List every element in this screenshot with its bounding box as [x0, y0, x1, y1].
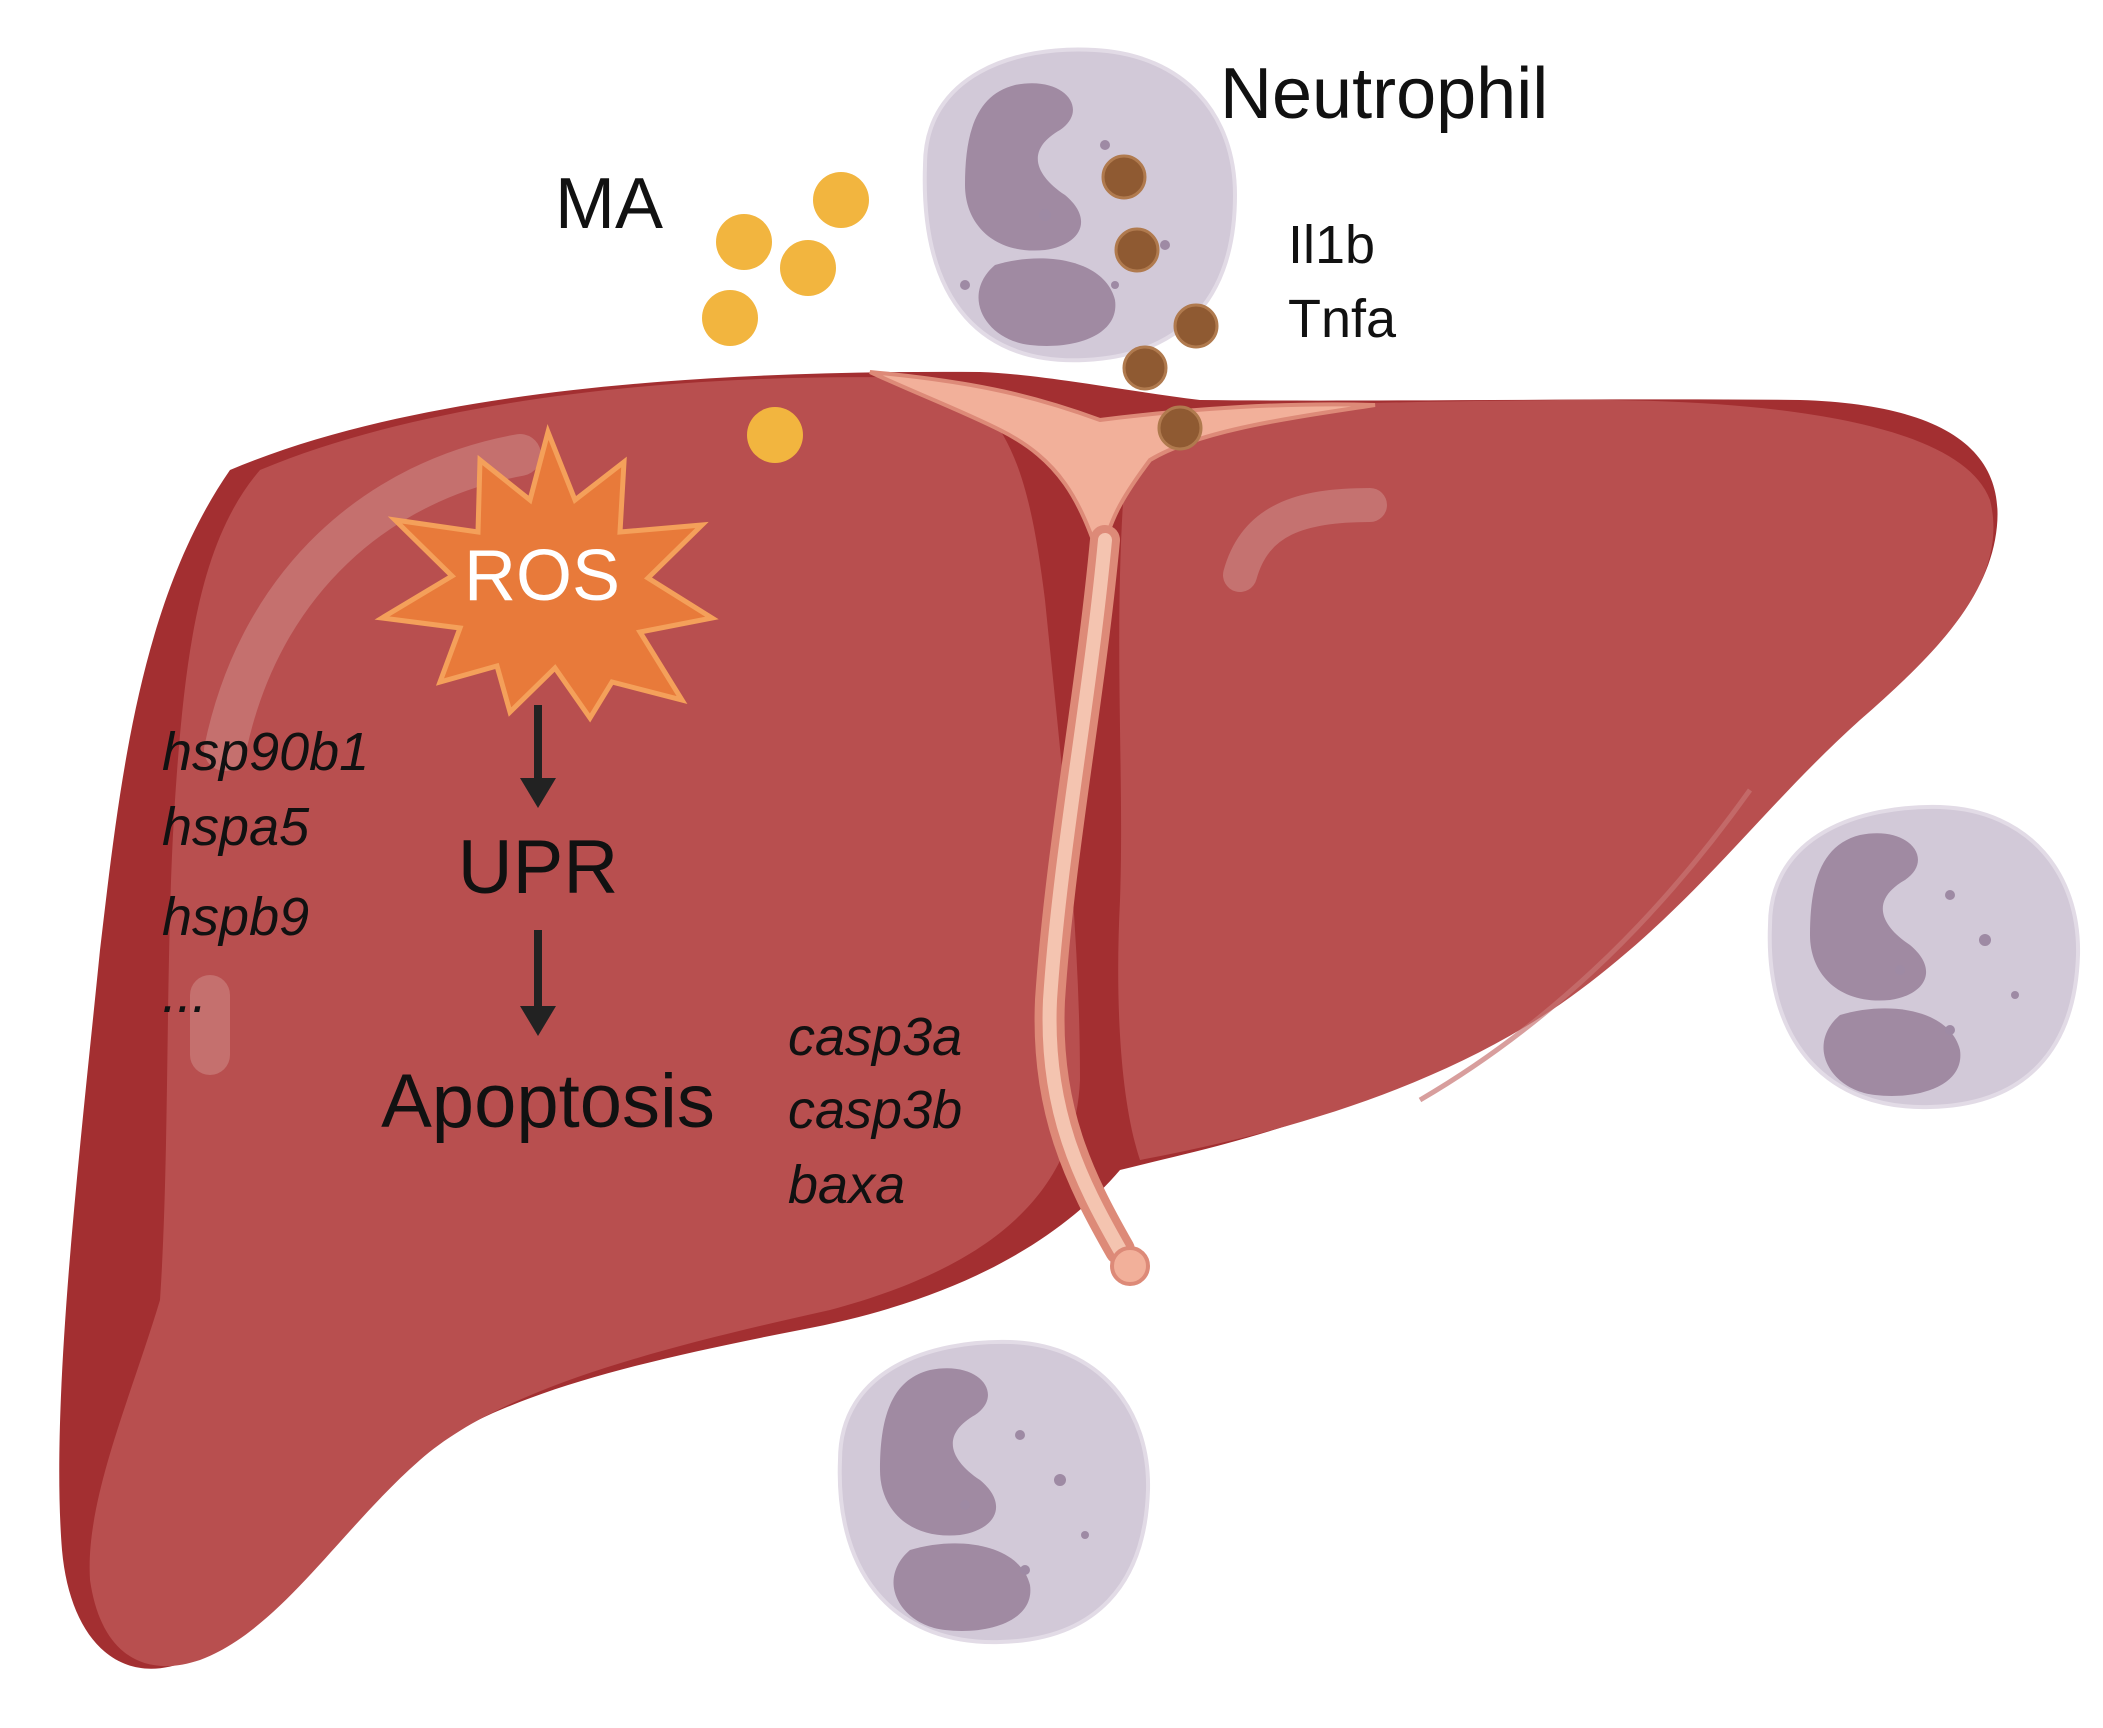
cytokine-particle: [1114, 227, 1160, 273]
ligament-stalk-inner: [1042, 533, 1127, 1257]
upr-gene-list: hsp90b1 hspa5 hspb9 ...: [162, 722, 369, 1024]
granule: [960, 1500, 970, 1510]
neutrophil-right: [1767, 804, 2081, 1110]
neutrophil-nucleus: [880, 1368, 997, 1536]
ma-particle: [747, 407, 803, 463]
ma-label: MA: [555, 164, 663, 244]
gene-label: ...: [162, 964, 207, 1024]
granule: [1015, 1430, 1025, 1440]
granule: [1100, 140, 1110, 150]
apoptosis-gene-list: casp3a casp3b baxa: [788, 1007, 962, 1215]
neutrophil-top: [922, 47, 1238, 363]
neutrophil-nucleus: [1810, 833, 1927, 1001]
apoptosis-label: Apoptosis: [381, 1059, 715, 1144]
neutrophil-label: Neutrophil: [1220, 54, 1548, 134]
granule: [1160, 240, 1170, 250]
arrow-ros-upr-head: [520, 778, 556, 808]
gene-label: casp3b: [788, 1080, 962, 1140]
ligament-top: [869, 370, 1376, 568]
falciform-ligament: [869, 370, 1376, 1286]
cytokine-particle: [1101, 154, 1147, 200]
granule: [1081, 1531, 1089, 1539]
neutrophil-nucleus-lobe: [893, 1543, 1031, 1631]
cytokine-particles: [1101, 154, 1219, 451]
ma-particle: [702, 290, 758, 346]
granule: [1895, 965, 1905, 975]
gene-label: casp3a: [788, 1007, 962, 1067]
ros-label: ROS: [464, 536, 620, 616]
neutrophil-bottom: [837, 1339, 1151, 1645]
granule: [960, 280, 970, 290]
ma-particle: [780, 240, 836, 296]
neutrophil-nucleus-lobe: [1823, 1008, 1961, 1096]
granule: [1039, 209, 1051, 221]
liver: [59, 371, 1998, 1669]
liver-right-lobe: [1118, 399, 1994, 1161]
neutrophil-nucleus: [965, 83, 1082, 251]
granule: [1111, 281, 1119, 289]
gene-label: baxa: [788, 1155, 905, 1215]
liver-highlight-small: [190, 975, 230, 1075]
ma-particles: [702, 172, 869, 463]
cytokine-label-tnfa: Tnfa: [1288, 289, 1397, 349]
upr-label: UPR: [458, 825, 618, 910]
liver-highlight-right: [1223, 488, 1387, 592]
granule: [1945, 1025, 1955, 1035]
ligament-tip: [1110, 1246, 1150, 1286]
arrow-upr-apoptosis-head: [520, 1006, 556, 1036]
ros-star: [374, 424, 719, 723]
cytokine-particle: [1173, 303, 1219, 349]
granule: [1020, 1565, 1030, 1575]
ma-particle: [716, 214, 772, 270]
granule: [1979, 934, 1991, 946]
liver-left-lobe: [89, 377, 1080, 1667]
granule: [1945, 890, 1955, 900]
cytokine-particle: [1122, 345, 1168, 391]
ros-burst: ROS: [374, 424, 719, 723]
liver-highlight-left: [204, 434, 541, 771]
ma-particle: [813, 172, 869, 228]
gene-label: hspa5: [162, 797, 310, 857]
neutrophil-nucleus-lobe: [978, 258, 1116, 346]
granule: [2011, 991, 2019, 999]
granule: [1054, 1474, 1066, 1486]
pathway-arrows: [520, 705, 556, 1036]
cytokine-particle: [1157, 405, 1203, 451]
gene-label: hspb9: [162, 887, 309, 947]
liver-edge-line: [1418, 788, 1753, 1103]
cytokine-label-il1b: Il1b: [1288, 215, 1375, 275]
gene-label: hsp90b1: [162, 722, 369, 782]
